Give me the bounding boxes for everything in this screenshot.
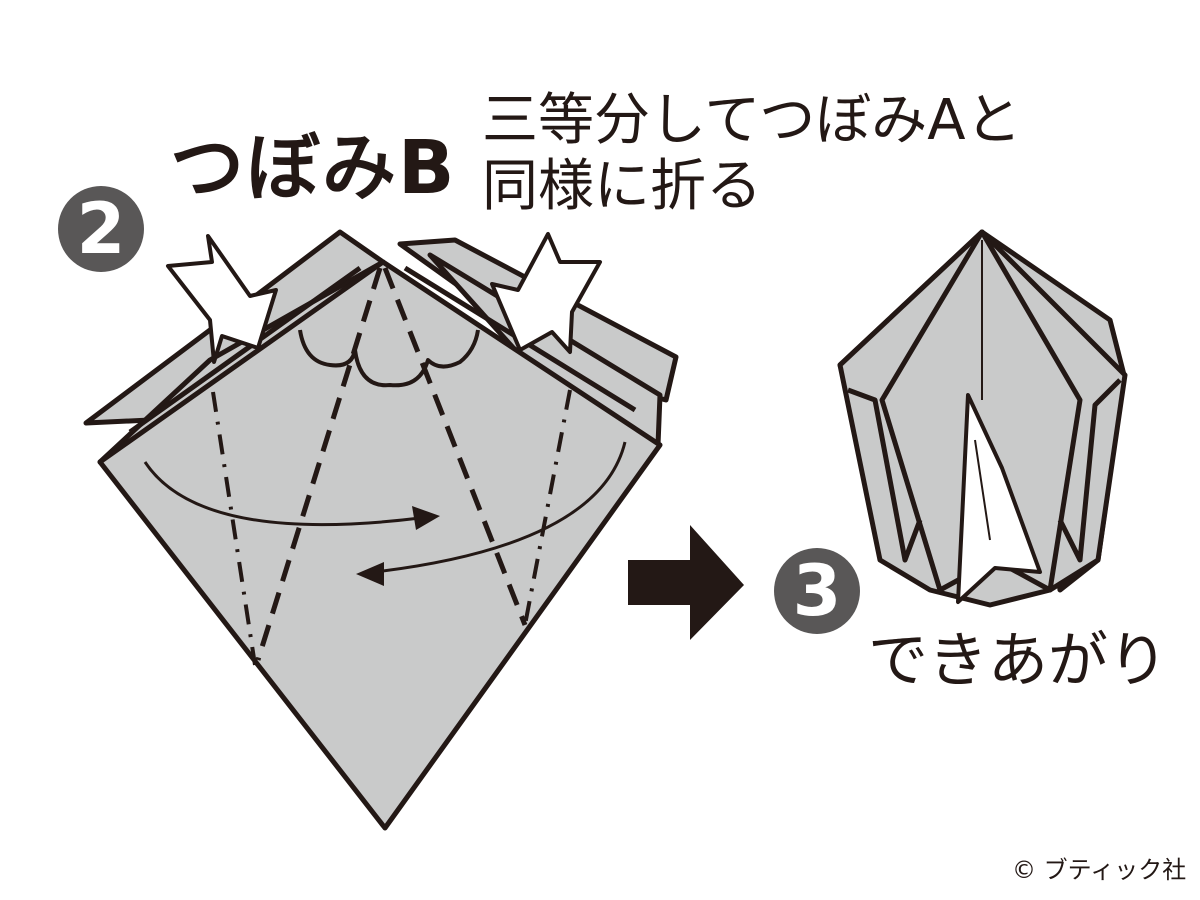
fold-dashed-right: [382, 267, 528, 626]
push-arrow-right: [490, 232, 602, 354]
instruction-line2: 同様に折る: [482, 154, 762, 219]
inner-edge-left: [128, 265, 362, 435]
bud-left-petal-edge: [847, 387, 923, 563]
fold-dashed-left: [255, 267, 383, 661]
step3-number: 3: [792, 550, 842, 632]
bud-right-petal-edge: [1057, 378, 1122, 563]
step3-badge: 3: [774, 548, 860, 634]
step2-model: [83, 229, 679, 831]
copyright-notice: © ブティック社: [1012, 856, 1187, 884]
next-step-arrow: [628, 525, 744, 640]
finished-bud: [837, 229, 1128, 608]
arrowhead-right: [412, 506, 440, 530]
curved-arrow-left: [374, 441, 627, 574]
step2-badge: 2: [58, 186, 144, 272]
bud-petal-crease: [974, 439, 991, 541]
fold-dashdot-left: [211, 391, 257, 666]
arrowhead-left: [356, 562, 384, 586]
instruction-text: 三等分してつぼみAと 同様に折る: [482, 88, 1022, 220]
main-kite: [97, 259, 663, 831]
scallop-curve: [298, 329, 480, 388]
curved-arrow-right: [143, 461, 421, 527]
step2-number: 2: [76, 188, 126, 270]
instruction-line1: 三等分してつぼみAと: [482, 88, 1022, 153]
push-arrow-left: [166, 234, 278, 364]
result-label: できあがり: [868, 626, 1168, 696]
bud-white-petal: [956, 393, 1042, 604]
diagram-title: つぼみB: [170, 125, 457, 211]
